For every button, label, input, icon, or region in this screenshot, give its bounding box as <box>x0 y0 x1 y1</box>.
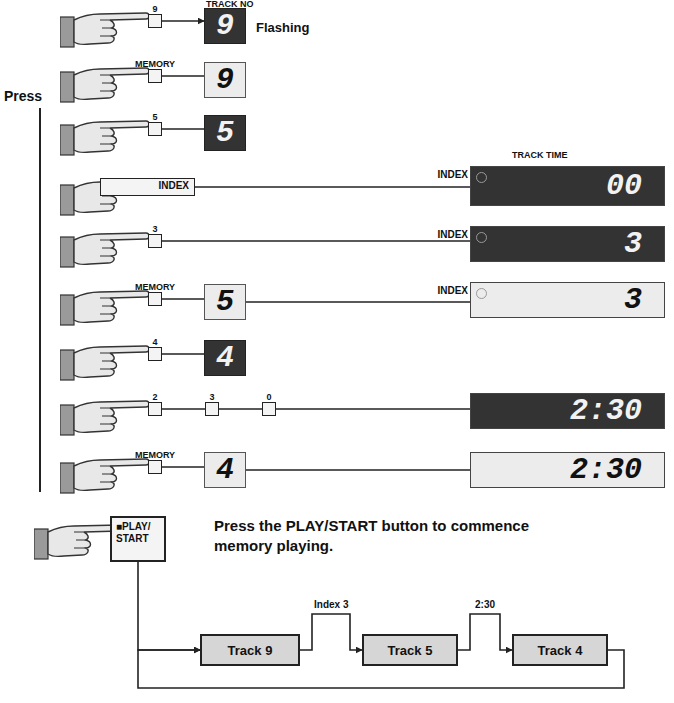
connector-line <box>276 408 470 410</box>
connector-line <box>162 466 204 468</box>
track-box: Track 4 <box>512 634 608 666</box>
lcd-display: 9 <box>204 8 246 44</box>
lcd-display: 2:30 <box>470 452 665 488</box>
connector-line <box>246 301 470 303</box>
display-digits: 9 <box>216 11 234 41</box>
lcd-display: 5 <box>204 115 246 151</box>
lcd-display: 5 <box>204 284 246 320</box>
key-label: MEMORY <box>135 59 175 69</box>
note-label: Flashing <box>256 20 309 35</box>
pressing-hand <box>60 291 149 325</box>
key-label: 3 <box>209 392 214 402</box>
connector-line <box>162 75 204 77</box>
pressing-hand <box>60 68 149 102</box>
connector-line <box>162 240 470 242</box>
connector-line <box>458 614 512 650</box>
connector-line <box>162 408 205 410</box>
index-lamp <box>476 232 487 243</box>
connector-line <box>195 186 470 188</box>
index-lamp <box>476 172 487 183</box>
connector-line <box>162 353 204 355</box>
display-digits: 4 <box>216 343 234 373</box>
index-lamp <box>476 288 487 299</box>
display-digits: 9 <box>216 65 234 95</box>
pressing-hand <box>60 401 149 435</box>
track-label: Track 9 <box>228 643 273 658</box>
key-button: 3 <box>205 402 219 416</box>
pressing-hand <box>60 13 149 47</box>
press-sequence-line <box>39 108 41 492</box>
pressing-hand <box>60 346 149 380</box>
instruction-text: Press the PLAY/START button to commence … <box>214 516 544 555</box>
button-label: ■PLAY/ START <box>116 521 160 544</box>
play-button: ■PLAY/ START <box>110 516 166 562</box>
key-button: 9 <box>148 14 162 28</box>
sequence-label: Press <box>4 88 42 104</box>
hands <box>34 13 149 559</box>
edge-label: 2:30 <box>473 599 497 610</box>
heading-label: TRACK NO <box>206 0 254 9</box>
display-digits: 2:30 <box>570 396 642 426</box>
track-box: Track 9 <box>200 634 300 666</box>
display-digits: 3 <box>624 229 642 259</box>
connector-line <box>162 298 204 300</box>
index-label: INDEX <box>437 169 468 180</box>
key-button: 4 <box>148 347 162 361</box>
pressing-hand <box>60 121 149 155</box>
index-label: INDEX <box>437 285 468 296</box>
key-label: MEMORY <box>135 282 175 292</box>
lcd-display: 4 <box>204 340 246 376</box>
display-digits: 4 <box>216 455 234 485</box>
heading-label: TRACK TIME <box>512 150 568 160</box>
connector-line <box>246 469 470 471</box>
edge-label: Index 3 <box>312 599 350 610</box>
key-label: 5 <box>152 112 157 122</box>
track-label: Track 4 <box>538 643 583 658</box>
display-digits: 2:30 <box>570 455 642 485</box>
display-digits: 3 <box>624 285 642 315</box>
connector-line <box>300 614 362 650</box>
display-digits: 00 <box>606 171 642 201</box>
key-label: INDEX <box>158 180 189 191</box>
lcd-display: INDEX00 <box>470 166 665 206</box>
key-button: 0 <box>262 402 276 416</box>
display-digits: 5 <box>216 287 234 317</box>
pressing-hand <box>60 233 149 267</box>
lcd-display: INDEX3 <box>470 226 665 262</box>
pressing-hand <box>60 459 149 493</box>
lcd-display: 4 <box>204 452 246 488</box>
key-button: 3 <box>148 234 162 248</box>
key-button: MEMORY <box>148 292 162 306</box>
key-button: INDEX <box>100 178 195 196</box>
index-label: INDEX <box>437 229 468 240</box>
lcd-display: 2:30 <box>470 393 665 429</box>
key-button: MEMORY <box>148 460 162 474</box>
track-label: Track 5 <box>388 643 433 658</box>
key-label: 2 <box>152 392 157 402</box>
key-label: 9 <box>152 4 157 14</box>
connector-line <box>138 562 200 650</box>
key-label: 0 <box>266 392 271 402</box>
connector-line <box>162 128 204 130</box>
key-button: MEMORY <box>148 69 162 83</box>
key-button: 5 <box>148 122 162 136</box>
lcd-display: INDEX3 <box>470 282 665 318</box>
key-button: 2 <box>148 402 162 416</box>
key-label: 4 <box>152 337 157 347</box>
track-box: Track 5 <box>362 634 458 666</box>
key-label: MEMORY <box>135 450 175 460</box>
display-digits: 5 <box>216 118 234 148</box>
key-label: 3 <box>152 224 157 234</box>
connector-line <box>162 20 204 22</box>
lcd-display: 9 <box>204 62 246 98</box>
connector-line <box>219 408 262 410</box>
